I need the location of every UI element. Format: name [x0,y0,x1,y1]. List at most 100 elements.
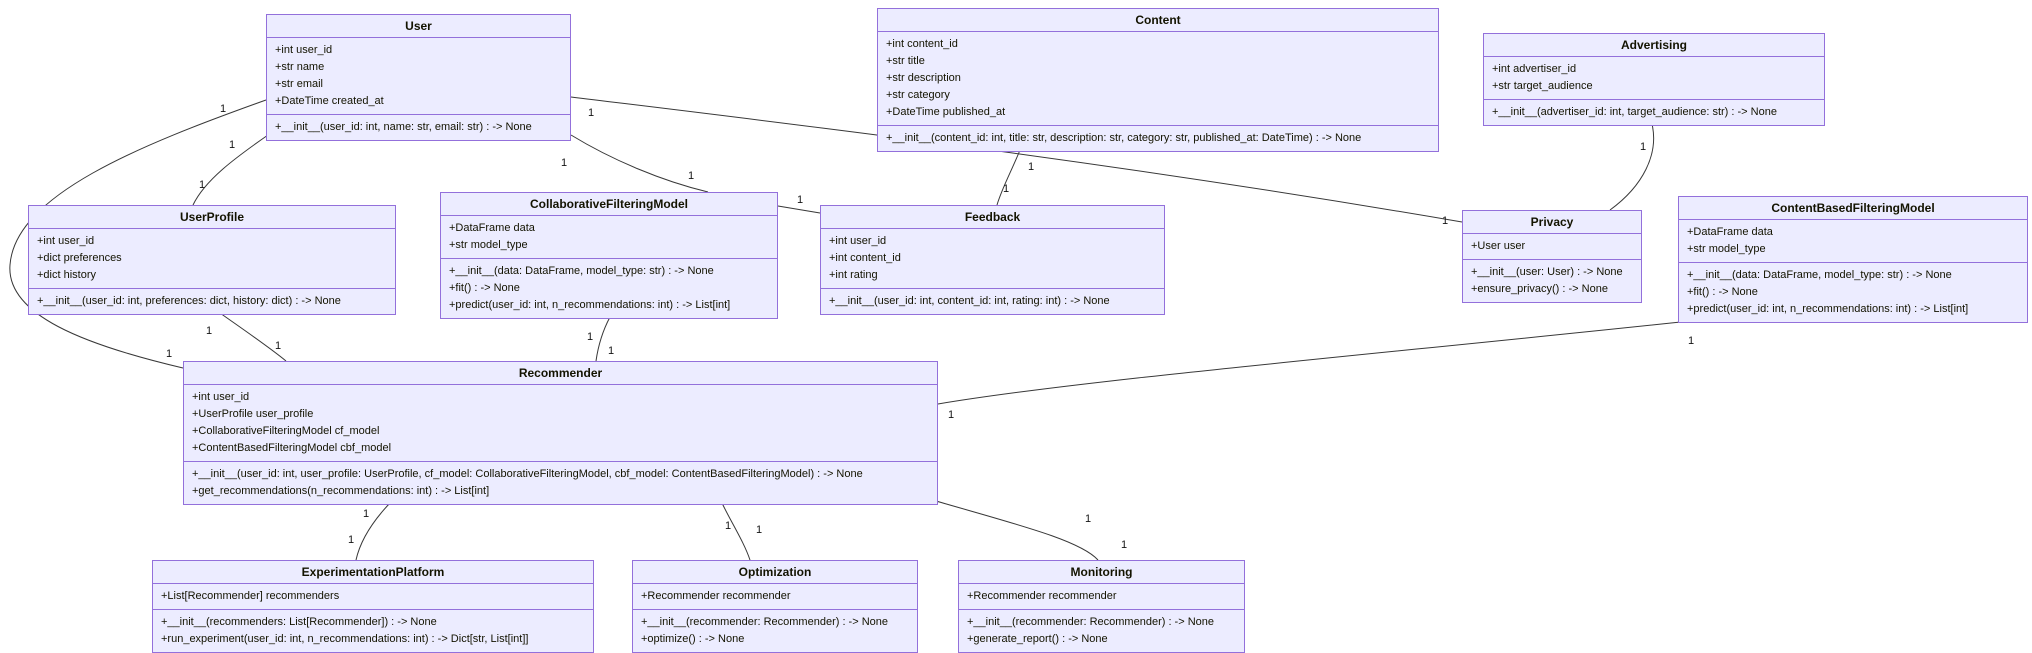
class-method: +__init__(user: User) : -> None [1471,266,1623,278]
edge-user-collaborativefilteringmodel [570,134,709,193]
attributes-section: +int advertiser_id +str target_audience [1484,57,1824,100]
attributes-section: +int user_id +dict preferences +dict histo… [29,229,395,289]
attributes-section: +int user_id+str name+str email+DateTime… [267,38,570,115]
class-attribute: +UserProfile user_profile [192,408,314,420]
edge-advertising-privacy [1609,123,1655,211]
multiplicity-label: 1 [206,325,212,337]
class-attribute: +DataFrame data [449,222,535,234]
class-attribute: +int user_id [37,235,95,247]
class-method: +ensure_privacy() : -> None [1471,283,1608,295]
class-method: +__init__(user_id: int, content_id: int,… [829,295,1110,307]
class-title: ExperimentationPlatform [153,561,593,584]
class-method: +fit() : -> None [1687,286,1758,298]
class-title: UserProfile [29,206,395,229]
methods-section: +__init__(user_id: int, name: str, email… [267,115,570,140]
multiplicity-label: 1 [608,345,614,357]
class-attribute: +DateTime published_at [886,106,1006,118]
class-attribute: +str name [275,61,325,73]
class-method: +__init__(data: DataFrame, model_type: s… [449,265,714,277]
edge-user-recommender [9,99,267,369]
class-attribute: +DateTime created_at [275,95,384,107]
multiplicity-label: 1 [1003,183,1009,195]
class-method: +predict(user_id: int, n_recommendations… [449,299,731,311]
class-method: +fit() : -> None [449,282,520,294]
edge-recommender-monitoring [935,500,1099,561]
multiplicity-label: 1 [1121,539,1127,551]
class-attribute: +CollaborativeFilteringModel cf_model [192,425,380,437]
class-title: User [267,15,570,38]
methods-section: +__init__(user_id: int, user_profile: Us… [184,462,937,504]
multiplicity-label: 1 [561,157,567,169]
multiplicity-label: 1 [275,340,281,352]
edge-content-feedback [996,149,1021,206]
edge-userprofile-recommender [219,312,287,362]
class-method: +__init__(recommender: Recommender) : ->… [641,616,889,628]
edge-recommender-optimization [721,502,751,561]
class-method: +__init__(recommenders: List[Recommender… [161,616,437,628]
class-method: +__init__(advertiser_id: int, target_aud… [1492,106,1777,118]
class-method: +generate_report() : -> None [967,633,1108,645]
attributes-section: +DataFrame data+str model_type [1679,220,2027,263]
class-attribute: +List[Recommender] recommenders [161,590,340,602]
multiplicity-label: 1 [1688,335,1694,347]
methods-section: +__init__(user_id: int, content_id: int,… [821,289,1164,314]
class-method: +__init__(content_id: int, title: str, d… [886,132,1362,144]
class-attribute: +int user_id [275,44,333,56]
multiplicity-label: 1 [948,409,954,421]
multiplicity-label: 1 [1640,141,1646,153]
class-box-content: Content+int content_id+str title+str des… [877,8,1439,152]
class-attribute: +User user [1471,240,1526,252]
edge-collaborativefilteringmodel-feedback [777,205,821,214]
multiplicity-label: 1 [1085,513,1091,525]
methods-section: +__init__(content_id: int, title: str, d… [878,126,1438,151]
multiplicity-label: 1 [348,534,354,546]
multiplicity-label: 1 [166,348,172,360]
edge-collaborativefilteringmodel-recommender [595,316,611,362]
multiplicity-label: 1 [1442,215,1448,227]
class-method: +__init__(data: DataFrame, model_type: s… [1687,269,1952,281]
multiplicity-label: 1 [1028,161,1034,173]
class-attribute: +str target_audience [1492,80,1593,92]
class-title: Advertising [1484,34,1824,57]
class-attribute: +ContentBasedFilteringModel cbf_model [192,442,392,454]
methods-section: +__init__(recommender: Recommender) : ->… [959,610,1244,652]
class-box-recommender: Recommender+int user_id+UserProfile user… [183,361,938,505]
class-box-advertising: Advertising +int advertiser_id +str target… [1483,33,1825,126]
class-attribute: +str title [886,55,925,67]
class-method: +optimize() : -> None [641,633,745,645]
class-title: Content [878,9,1438,32]
class-method: +get_recommendations(n_recommendations: … [192,485,490,497]
class-attribute: +dict history [37,269,96,281]
edge-recommender-experimentationplatform [355,502,391,561]
methods-section: +__init__(advertiser_id: int, target_aud… [1484,100,1824,125]
class-attribute: +str model_type [449,239,528,251]
methods-section: +__init__(user_id: int, preferences: dic… [29,289,395,314]
class-method: +__init__(user_id: int, user_profile: Us… [192,468,863,480]
class-attribute: +int advertiser_id [1492,63,1577,75]
class-title: ContentBasedFilteringModel [1679,197,2027,220]
multiplicity-label: 1 [688,170,694,182]
class-title: Recommender [184,362,937,385]
class-attribute: +dict preferences [37,252,122,264]
class-title: CollaborativeFilteringModel [441,193,777,216]
multiplicity-label: 1 [199,179,205,191]
multiplicity-label: 1 [797,194,803,206]
multiplicity-label: 1 [756,524,762,536]
methods-section: +__init__(user: User) : -> None +ensure_p… [1463,260,1641,302]
class-attribute: +str model_type [1687,243,1766,255]
class-method: +predict(user_id: int, n_recommendations… [1687,303,1969,315]
class-method: +__init__(user_id: int, preferences: dic… [37,295,341,307]
class-box-userprofile: UserProfile +int user_id +dict preferences… [28,205,396,315]
attributes-section: +int user_id+UserProfile user_profile+Co… [184,385,937,462]
methods-section: +__init__(data: DataFrame, model_type: s… [1679,263,2027,322]
class-title: Privacy [1463,211,1641,234]
class-title: Monitoring [959,561,1244,584]
methods-section: +__init__(recommenders: List[Recommender… [153,610,593,652]
attributes-section: +Recommender recommender [959,584,1244,610]
class-method: +__init__(user_id: int, name: str, email… [275,121,532,133]
attributes-section: +User user [1463,234,1641,260]
multiplicity-label: 1 [588,107,594,119]
attributes-section: +DataFrame data +str model_type [441,216,777,259]
class-box-privacy: Privacy +User user +__init__(user: User) :… [1462,210,1642,303]
